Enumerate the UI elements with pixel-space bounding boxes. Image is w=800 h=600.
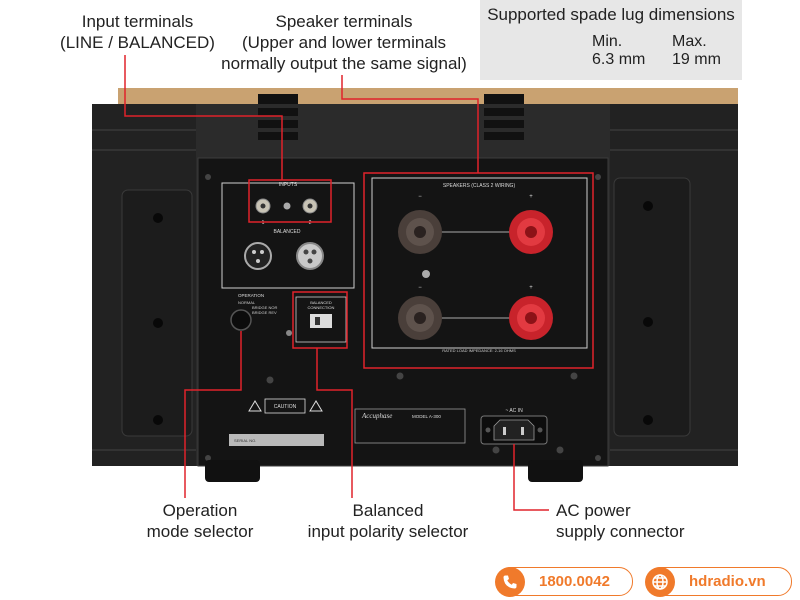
input-terminals-label: Input terminals (LINE / BALANCED) — [40, 11, 235, 53]
highlight-inputs — [248, 179, 332, 223]
leader-opmode — [184, 331, 242, 498]
plus-label-upper: + — [529, 194, 533, 200]
speaker-terminal-upper-minus[interactable] — [398, 210, 442, 254]
ac-power-inlet[interactable] — [480, 415, 548, 445]
svg-text:SERIAL NO.: SERIAL NO. — [234, 438, 256, 443]
globe-icon — [645, 566, 675, 597]
balanced-label: BALANCED — [274, 229, 301, 235]
svg-text:CAUTION: CAUTION — [274, 404, 297, 410]
speaker-terminal-lower-plus[interactable] — [509, 296, 553, 340]
foot-left — [205, 460, 260, 482]
balanced-polarity-label: Balanced input polarity selector — [292, 500, 484, 542]
balanced-connection-title-2: CONNECTION — [308, 305, 335, 310]
op-mode-bridge-nor: BRIDGE NOR — [252, 305, 277, 310]
foot-right — [528, 460, 583, 482]
speakers-group — [371, 177, 588, 349]
phone-contact-button[interactable]: 1800.0042 — [495, 566, 633, 597]
balanced-polarity-line-2: input polarity selector — [307, 522, 469, 541]
balanced-connection-title-1: BALANCED — [310, 300, 332, 305]
minus-label-upper: − — [418, 194, 422, 200]
xlr-input-female[interactable] — [244, 242, 272, 270]
spade-max-dimension: Max. 19 mm — [672, 33, 721, 69]
speaker-terminals-line-3: normally output the same signal) — [221, 54, 467, 73]
input-1-label: 1 — [262, 220, 265, 226]
caution-label: CAUTION — [248, 398, 323, 414]
phone-icon — [495, 566, 525, 597]
leader-balanced — [316, 348, 353, 498]
handle-left — [121, 189, 193, 437]
speaker-terminals-label: Speaker terminals (Upper and lower termi… — [208, 11, 480, 74]
svg-text:MODEL A-300: MODEL A-300 — [412, 414, 441, 419]
spade-min-label: Min. — [592, 33, 623, 50]
minus-label-lower: − — [418, 285, 422, 291]
top-vents — [258, 94, 524, 140]
website-contact-button[interactable]: hdradio.vn — [645, 566, 792, 597]
spade-lug-box: Supported spade lug dimensions Min. 6.3 … — [480, 0, 742, 80]
speaker-terminal-lower-minus[interactable] — [398, 296, 442, 340]
phone-number: 1800.0042 — [539, 573, 610, 590]
operation-mode-line-2: mode selector — [146, 522, 254, 541]
spade-min-dimension: Min. 6.3 mm — [592, 33, 645, 69]
op-mode-normal: NORMAL — [238, 300, 256, 305]
serial-plate: SERIAL NO. — [229, 434, 324, 446]
inputs-title: INPUTS — [279, 182, 298, 188]
op-mode-bridge-rev: BRIDGE REV — [252, 310, 277, 315]
balanced-polarity-line-1: Balanced — [352, 501, 424, 520]
leader-ac — [513, 444, 549, 511]
operation-mode-line-1: Operation — [162, 501, 238, 520]
spade-max-value: 19 mm — [672, 51, 721, 68]
balanced-polarity-switch[interactable] — [310, 314, 332, 328]
speaker-terminals-line-2: (Upper and lower terminals — [241, 33, 447, 52]
highlight-balanced — [292, 291, 348, 349]
input-2-label: 2 — [309, 220, 312, 226]
operation-mode-knob[interactable] — [230, 309, 252, 331]
ground-terminal[interactable] — [283, 202, 291, 210]
operation-mode-label: Operation mode selector — [125, 500, 275, 542]
spade-min-value: 6.3 mm — [592, 51, 646, 68]
leader-speaker — [341, 75, 479, 173]
leader-input — [124, 55, 283, 180]
spade-lug-title: Supported spade lug dimensions — [487, 5, 735, 24]
xlr-output-male[interactable] — [296, 242, 324, 270]
svg-text:Accuphase: Accuphase — [361, 412, 392, 420]
ac-power-line-2: supply connector — [556, 522, 685, 541]
input-terminals-line-2: (LINE / BALANCED) — [60, 33, 215, 52]
plus-label-lower: + — [529, 285, 533, 291]
ac-in-label: ~ AC IN — [505, 408, 523, 414]
website-url: hdradio.vn — [689, 573, 766, 590]
operation-title: OPERATION — [238, 293, 264, 298]
speaker-terminals-line-1: Speaker terminals — [275, 12, 413, 31]
model-plate: Accuphase MODEL A-300 — [354, 408, 466, 444]
balanced-connection-group — [295, 296, 347, 343]
handle-right — [613, 177, 691, 437]
speaker-terminal-upper-plus[interactable] — [509, 210, 553, 254]
speakers-title: SPEAKERS (CLASS 2 WIRING) — [443, 183, 516, 189]
rated-load-label: RATED LOAD IMPEDANCE: 2-16 OHMS — [442, 348, 516, 353]
ac-power-label: AC power supply connector — [556, 500, 706, 542]
input-terminals-line-1: Input terminals — [81, 12, 194, 31]
spade-max-label: Max. — [672, 33, 707, 50]
inputs-group — [221, 182, 355, 289]
ac-power-line-1: AC power — [556, 501, 631, 520]
